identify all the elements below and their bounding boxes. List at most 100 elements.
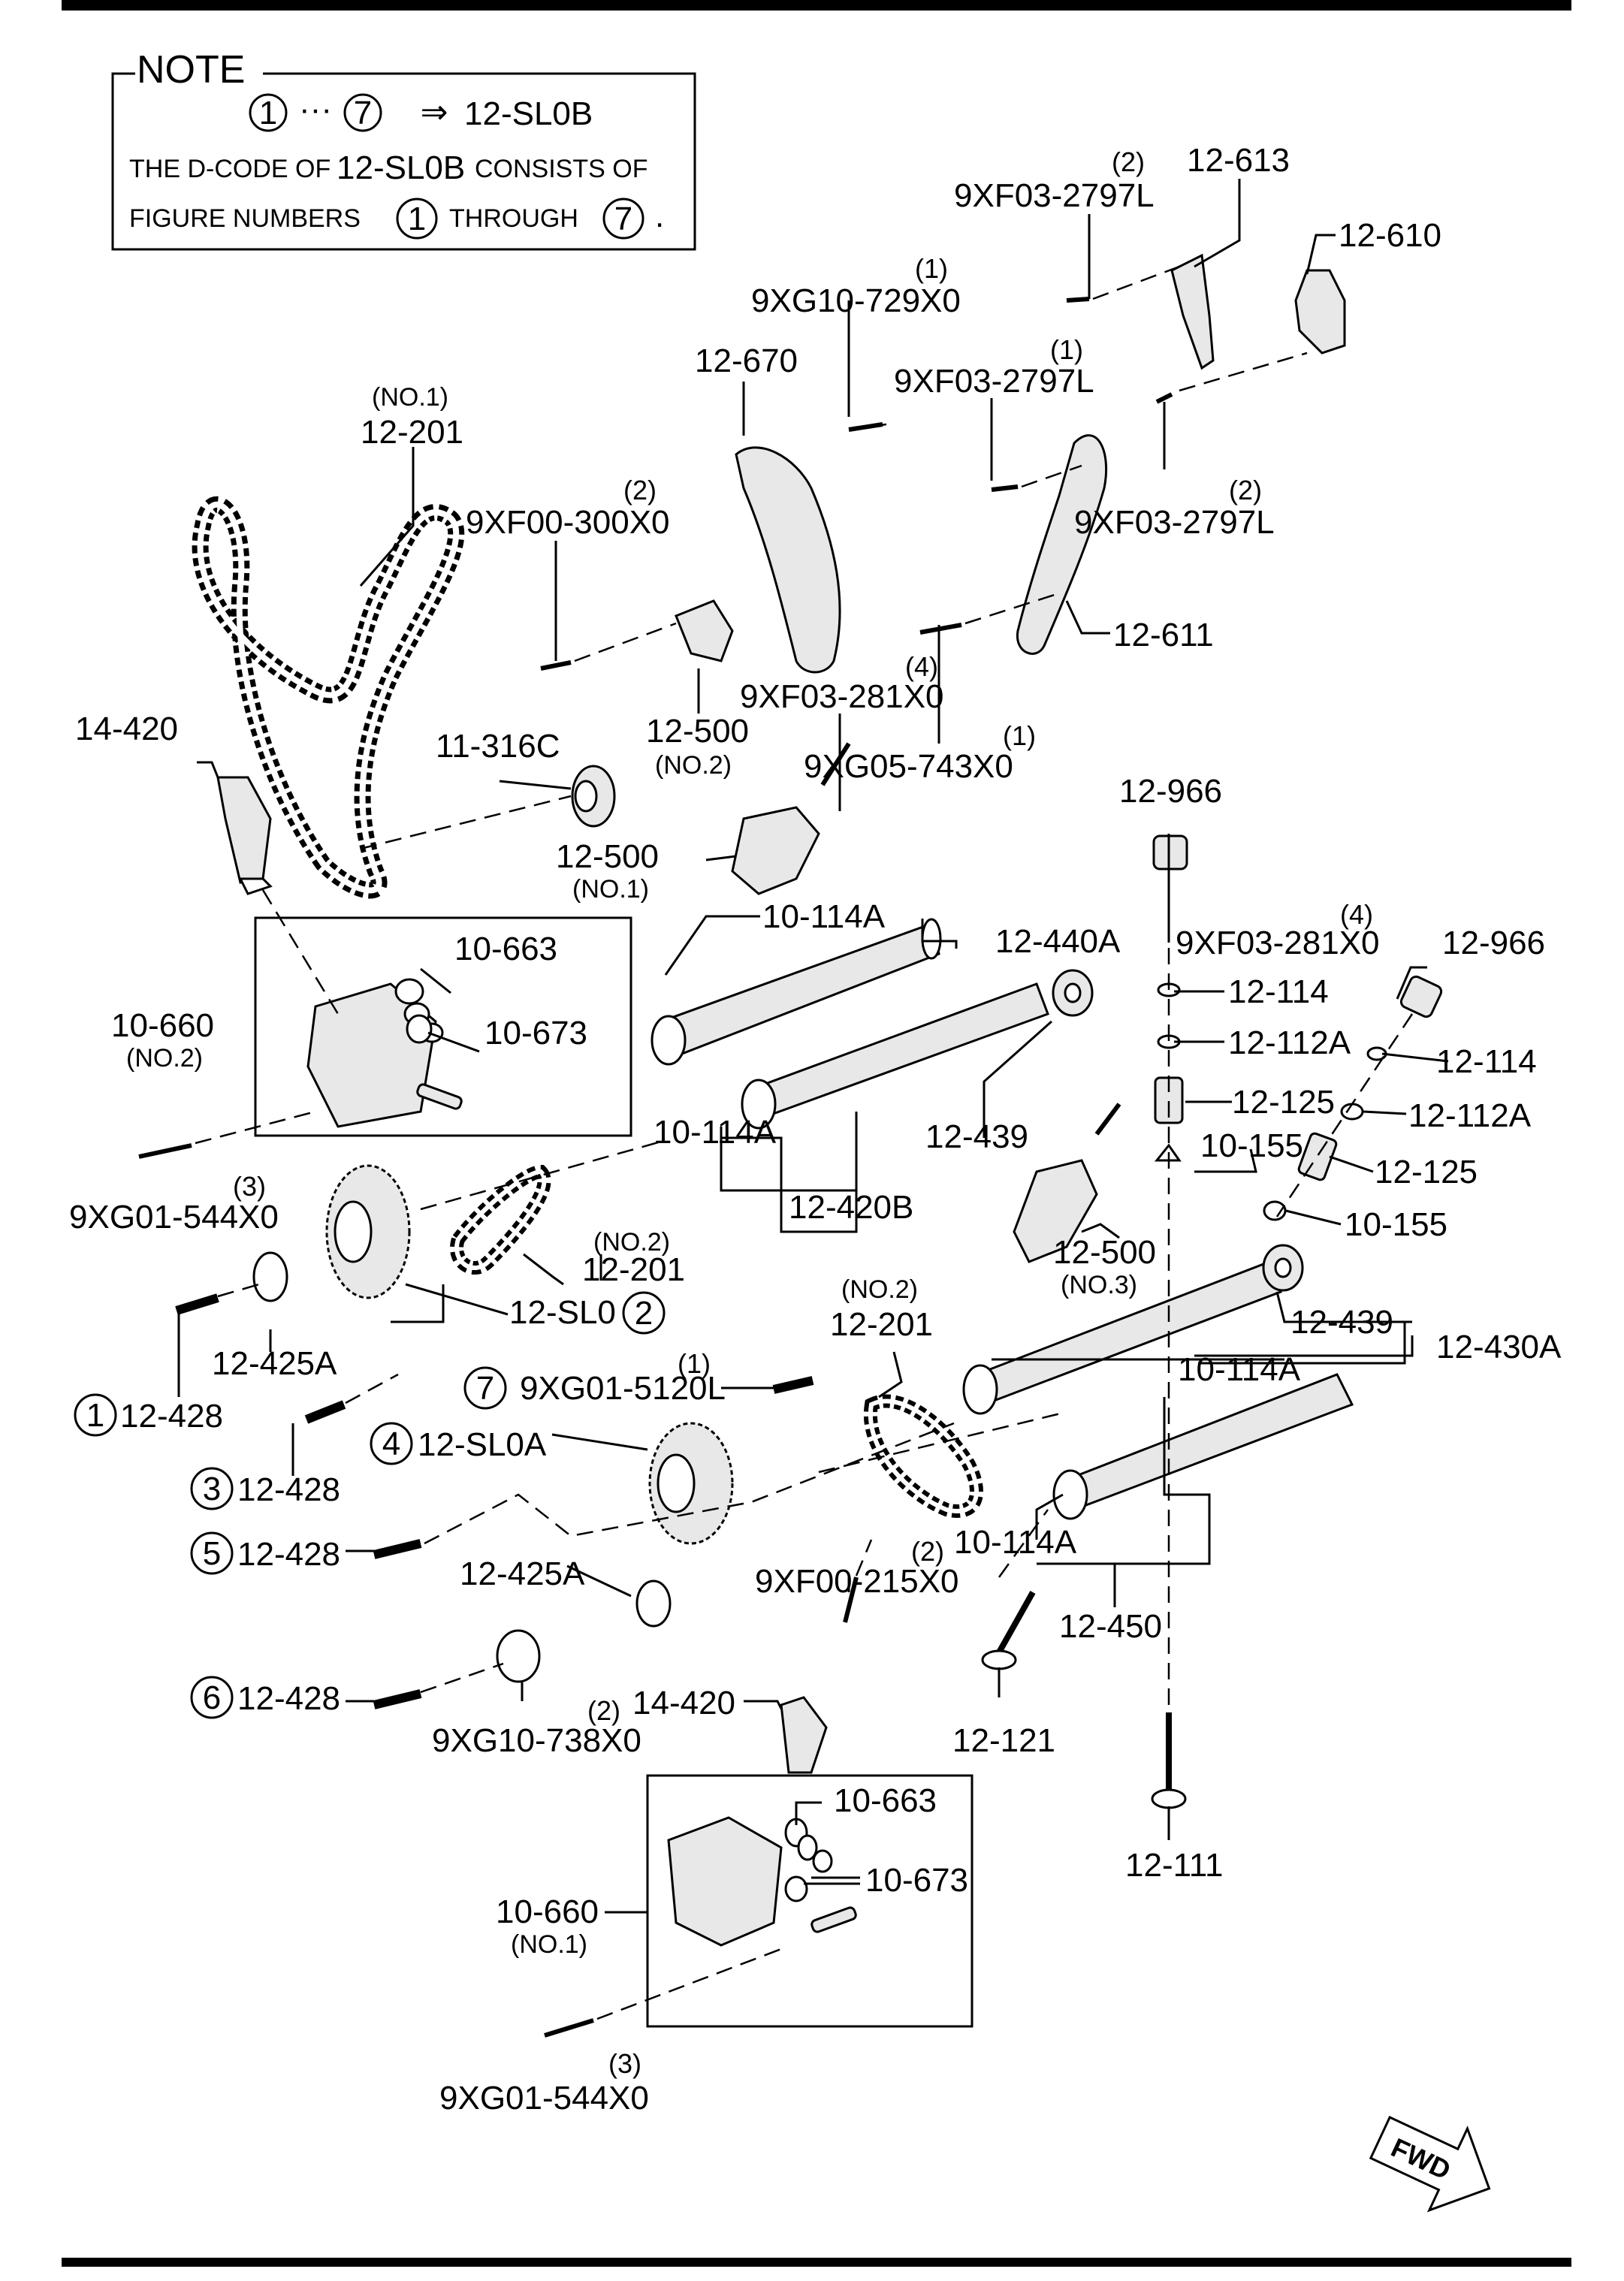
label-12-201-b: 12-201 [582,1251,685,1288]
qty-281-right: (4) [1340,899,1373,930]
label-12-125-b: 12-125 [1375,1154,1478,1190]
label-12-500-no1: 12-500 [556,838,659,875]
label-12-201-top: 12-201 [361,414,463,451]
label-14-420-b: 14-420 [632,1685,735,1721]
note-line3-circled-7: 7 [614,201,632,237]
label-no1-201: (NO.1) [372,383,448,412]
qty-9xf03-mid: (1) [1050,334,1083,365]
label-circled-3: 3 [203,1471,221,1507]
camshaft-12-430a [962,1260,1282,1415]
label-12-111: 12-111 [1125,1847,1223,1884]
note-arrow: ⇒ [421,94,448,131]
label-circled-4: 4 [382,1426,400,1462]
camshaft-12-450 [1052,1373,1354,1520]
vct-sprocket-sl0 [252,1164,411,1302]
label-no1-660: (NO.1) [511,1930,587,1959]
oil-control-valve-top [216,776,273,895]
note-title: NOTE [137,48,245,92]
label-12-966-top: 12-966 [1119,773,1222,810]
qty-738: (2) [587,1695,620,1726]
valve-12-111 [1151,1712,1187,1809]
label-9xg10-729x0: 9XG10-729X0 [751,282,961,319]
oil-pump-housing-no1-box [646,1696,973,2028]
label-12-500-no3: 12-500 [1053,1234,1156,1271]
qty-5120: (1) [678,1348,711,1379]
label-10-114a-a: 10-114A [762,898,886,935]
label-9xf03-2797l-mid: 9XF03-2797L [894,363,1094,400]
vct-sprocket-sl0a [496,1422,734,1683]
qty-9xg10-729: (1) [915,253,948,284]
trigger-plate-12-439-a [1052,969,1094,1017]
tensioner-no1 [731,806,820,895]
label-12-428-1: 12-428 [120,1398,223,1435]
fwd-arrow: FWD [1369,2116,1491,2213]
label-10-663-top: 10-663 [454,931,557,967]
label-10-155-a: 10-155 [1200,1127,1303,1164]
label-12-500-no2: 12-500 [646,713,749,750]
label-9xg01-5120l: 9XG01-5120L [520,1370,726,1407]
qty-544-b: (3) [608,2048,641,2079]
label-12-430a: 12-430A [1436,1329,1562,1365]
qty-281-top: (4) [905,651,938,682]
label-no2-660: (NO.2) [126,1044,203,1073]
label-10-660-no2: 10-660 [111,1007,214,1044]
valve-train-stack-center [1152,834,1188,1162]
tensioner-no3 [1013,1159,1098,1263]
label-12-428-3: 12-428 [237,1471,340,1508]
timing-chain-no2-center [863,1394,983,1518]
note-line3-a: FIGURE NUMBERS [129,204,361,233]
label-12-439-b: 12-439 [1290,1304,1393,1341]
label-9xf03-2797l-top: 9XF03-2797L [954,177,1155,214]
tensioner-no2 [675,599,734,662]
note-line2-a: THE D-CODE OF [129,155,331,183]
label-circled-7: 7 [476,1370,494,1407]
label-9xf03-2797l-right: 9XF03-2797L [1074,504,1275,541]
label-12-670: 12-670 [695,342,798,379]
label-10-114a-d: 10-114A [954,1524,1077,1561]
note-line3-circled-1: 1 [408,201,426,237]
label-12-121: 12-121 [952,1722,1055,1759]
label-14-420-top: 14-420 [75,711,178,747]
label-12-966-right: 12-966 [1442,925,1545,961]
bottom-rule [62,2258,1571,2267]
label-10-114a-b: 10-114A [654,1114,777,1151]
label-12-201-c: 12-201 [830,1306,933,1343]
label-12-611: 12-611 [1113,617,1214,653]
label-no2-500: (NO.2) [655,751,732,780]
label-12-428-5: 12-428 [237,1536,340,1573]
note-line3-b: THROUGH [449,204,578,233]
guide-12-613 [1170,253,1215,370]
label-11-316c: 11-316C [436,728,560,765]
label-9xf03-281x0-right: 9XF03-281X0 [1176,925,1380,961]
camshaft-12-420b [741,982,1049,1130]
note-ellipsis: ··· [299,91,332,128]
oil-pump-housing-no2-box [254,916,632,1137]
label-12-114-a: 12-114 [1228,973,1329,1010]
label-9xg10-738x0: 9XG10-738X0 [432,1722,641,1759]
label-circled-5: 5 [203,1535,221,1572]
label-12-125-a: 12-125 [1232,1084,1335,1121]
note-line2-c: CONSISTS OF [475,155,647,183]
note-line3-period: . [655,198,664,234]
label-9xg05-743x0: 9XG05-743X0 [804,748,1013,785]
label-circled-2: 2 [635,1295,653,1332]
label-12-610: 12-610 [1339,217,1441,254]
qty-9xf03-top: (2) [1112,146,1145,177]
label-9xg01-544x0-top: 9XG01-544X0 [69,1199,279,1236]
valve-12-121 [981,1591,1036,1670]
label-10-673-top: 10-673 [484,1015,587,1051]
label-9xg01-544x0-b: 9XG01-544X0 [439,2080,649,2117]
timing-chain-no1 [192,496,465,899]
qty-9xf03-right: (2) [1229,475,1262,505]
label-no2-201c: (NO.2) [841,1275,918,1304]
timing-chain-no2-left [450,1164,551,1275]
label-10-155-b: 10-155 [1345,1206,1447,1243]
label-12-425a-a: 12-425A [212,1345,337,1382]
label-10-663-b: 10-663 [834,1782,937,1819]
label-no3-500: (NO.3) [1061,1271,1137,1299]
pulley-11-316c [571,765,616,828]
note-code: 12-SL0B [464,95,593,132]
top-rule [62,0,1571,11]
label-10-114a-c: 10-114A [1178,1351,1301,1388]
